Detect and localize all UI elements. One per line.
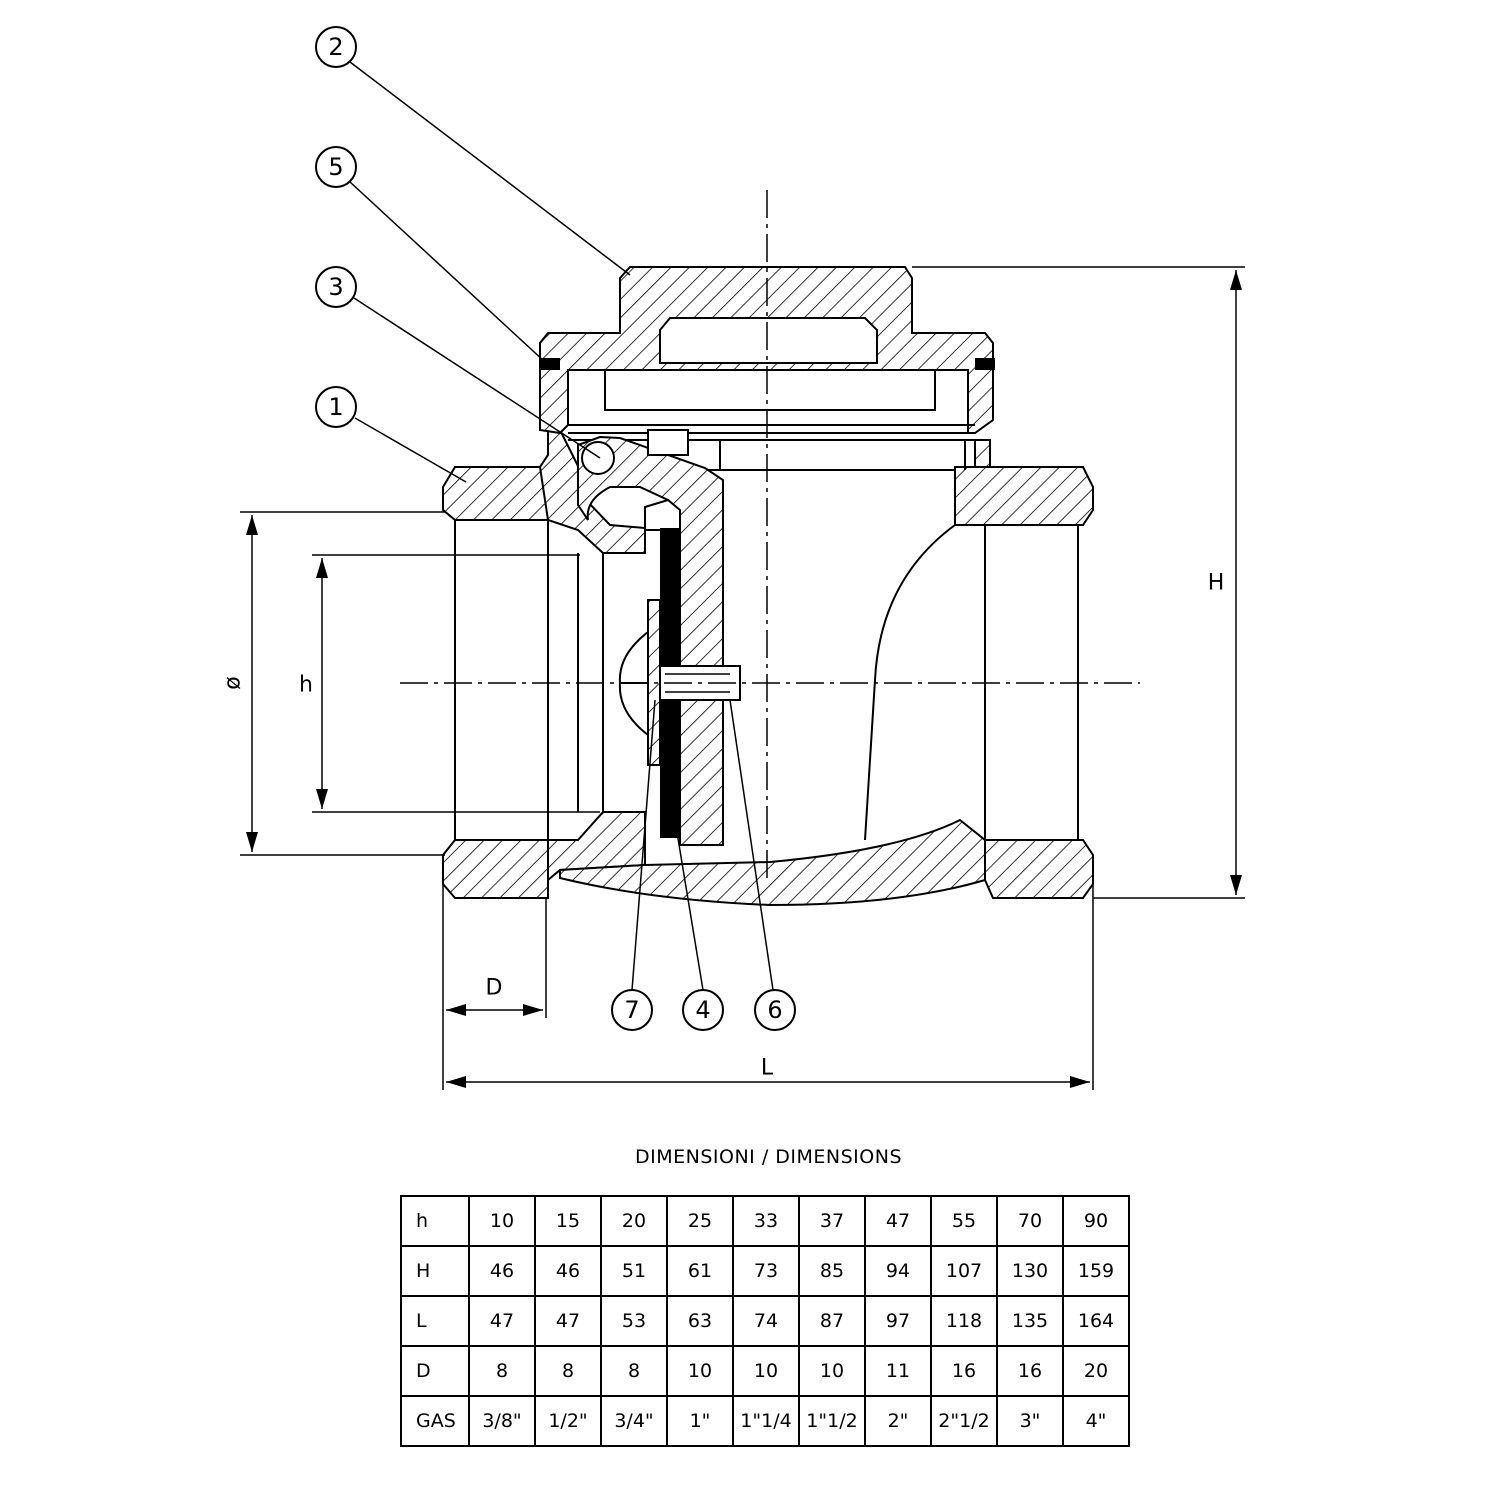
body-right-upper-wall: [955, 439, 991, 468]
dimensions: ø h H D L: [221, 266, 1245, 1090]
table-cell: 74: [732, 1295, 800, 1347]
table-cell: 90: [1062, 1195, 1130, 1247]
callout-6: 6: [767, 996, 782, 1024]
callout-7: 7: [624, 996, 639, 1024]
table-cell: 3/8": [468, 1395, 536, 1447]
table-cell: 3": [996, 1395, 1064, 1447]
table-cell: 10: [468, 1195, 536, 1247]
table-cell: 87: [798, 1295, 866, 1347]
table-cell: 46: [468, 1245, 536, 1297]
table-cell: 2": [864, 1395, 932, 1447]
body-right-collar-bottom: [984, 839, 1094, 899]
table-cell: 25: [666, 1195, 734, 1247]
table-cell: 70: [996, 1195, 1064, 1247]
table-cell: 51: [600, 1245, 668, 1297]
table-cell: 97: [864, 1295, 932, 1347]
valve-body: [442, 429, 1094, 907]
table-cell: 3/4": [600, 1395, 668, 1447]
table-cell: 1/2": [534, 1395, 602, 1447]
table-cell: 10: [666, 1345, 734, 1397]
table-cell: 16: [996, 1345, 1064, 1397]
table-cell: 8: [468, 1345, 536, 1397]
table-cell: 33: [732, 1195, 800, 1247]
table-cell: 135: [996, 1295, 1064, 1347]
body-left-lower-wall: [547, 811, 646, 883]
table-cell: 94: [864, 1245, 932, 1297]
callout-5: 5: [328, 153, 343, 181]
table-row-label: D: [400, 1345, 470, 1397]
callouts: 2 5 3 1 7 4 6: [315, 26, 796, 1031]
table-cell: 1"1/2: [798, 1395, 866, 1447]
body-bottom-belly: [559, 818, 986, 907]
body-left-collar-bottom: [442, 839, 549, 899]
table-cell: 2"1/2: [930, 1395, 998, 1447]
dimensions-table-title: DIMENSIONI / DIMENSIONS: [635, 1146, 902, 1168]
dim-label-h: h: [299, 673, 313, 698]
dim-label-phi: ø: [221, 676, 246, 689]
table-cell: 10: [732, 1345, 800, 1397]
callout-2: 2: [328, 33, 343, 61]
table-cell: 15: [534, 1195, 602, 1247]
table-row-label: GAS: [400, 1395, 470, 1447]
table-cell: 1"1/4: [732, 1395, 800, 1447]
body-right-collar-top: [954, 466, 1094, 526]
table-cell: 47: [534, 1295, 602, 1347]
bonnet-seal-right: [975, 358, 995, 370]
table-cell: 61: [666, 1245, 734, 1297]
table-row-label: H: [400, 1245, 470, 1297]
dim-label-H: H: [1208, 571, 1225, 596]
table-cell: 53: [600, 1295, 668, 1347]
table-cell: 16: [930, 1345, 998, 1397]
table-cell: 1": [666, 1395, 734, 1447]
dim-label-L: L: [761, 1056, 774, 1081]
table-row-label: h: [400, 1195, 470, 1247]
table-cell: 20: [600, 1195, 668, 1247]
table-cell: 8: [600, 1345, 668, 1397]
table-cell: 159: [1062, 1245, 1130, 1297]
table-cell: 73: [732, 1245, 800, 1297]
table-cell: 8: [534, 1345, 602, 1397]
table-cell: 118: [930, 1295, 998, 1347]
table-cell: 63: [666, 1295, 734, 1347]
table-cell: 46: [534, 1245, 602, 1297]
table-cell: 47: [468, 1295, 536, 1347]
table-cell: 85: [798, 1245, 866, 1297]
table-cell: 11: [864, 1345, 932, 1397]
dim-label-D: D: [486, 976, 503, 1001]
table-cell: 130: [996, 1245, 1064, 1297]
body-left-collar-top: [442, 451, 549, 521]
table-cell: 164: [1062, 1295, 1130, 1347]
table-cell: 4": [1062, 1395, 1130, 1447]
callout-4: 4: [695, 996, 710, 1024]
table-cell: 107: [930, 1245, 998, 1297]
table-cell: 47: [864, 1195, 932, 1247]
table-cell: 20: [1062, 1345, 1130, 1397]
table-cell: 10: [798, 1345, 866, 1397]
table-cell: 55: [930, 1195, 998, 1247]
table-cell: 37: [798, 1195, 866, 1247]
table-row-label: L: [400, 1295, 470, 1347]
callout-1: 1: [328, 393, 343, 421]
disc-arm: [577, 429, 724, 846]
callout-3: 3: [328, 273, 343, 301]
